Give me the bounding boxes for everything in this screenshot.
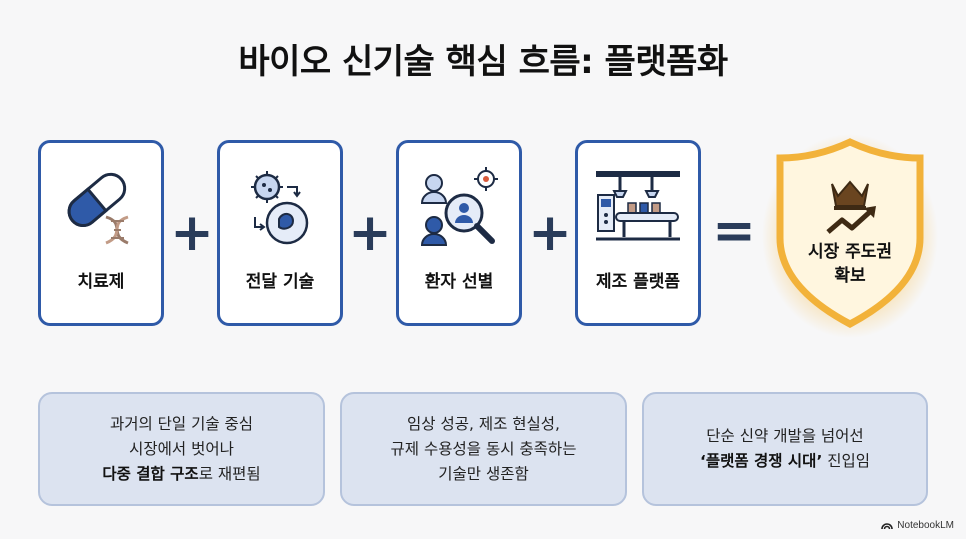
note-line: 기술만 생존함 (438, 464, 529, 483)
note-line: ‘플랫폼 경쟁 시대’ 진입임 (700, 449, 870, 474)
result-line-1: 시장 주도권 (807, 242, 893, 262)
card-manufacturing: 제조 플랫폼 (575, 140, 701, 326)
plus-operator: + (348, 203, 392, 263)
patient-search-icon (399, 157, 519, 257)
card-patient-selection: 환자 선별 (396, 140, 522, 326)
card-delivery: 전달 기술 (217, 140, 343, 326)
note-line: 임상 성공, 제조 현실성, (407, 414, 560, 433)
brand-watermark: NotebookLM (881, 520, 954, 531)
card-label: 치료제 (77, 272, 125, 292)
result-line-2: 확보 (834, 266, 866, 286)
crown-growth-shield-icon (762, 134, 938, 338)
card-label: 환자 선별 (424, 272, 494, 292)
brand-name: NotebookLM (897, 520, 954, 531)
notebooklm-logo-icon (881, 523, 894, 530)
note-emphasis: ‘플랫폼 경쟁 시대’ (699, 452, 823, 470)
card-label: 전달 기술 (245, 272, 315, 292)
note-text: 진입임 (822, 452, 871, 470)
note-line: 단순 신약 개발을 넘어선 (706, 427, 864, 445)
plus-operator: + (528, 203, 572, 263)
result-shield: 시장 주도권 확보 (760, 128, 940, 338)
capsule-dna-icon (41, 157, 161, 257)
equals-operator: = (712, 201, 756, 261)
note-text: 로 재편됨 (198, 464, 261, 483)
page-title: 바이오 신기술 핵심 흐름: 플랫폼화 (238, 42, 728, 82)
virus-cell-delivery-icon (220, 157, 340, 257)
note-line: 다중 결합 구조로 재편됨 (102, 462, 260, 487)
note-line: 과거의 단일 기술 중심 (109, 414, 254, 433)
card-therapeutics: 치료제 (38, 140, 164, 326)
note-line: 시장에서 벗어나 (129, 439, 234, 458)
note-box-2: 임상 성공, 제조 현실성, 규제 수용성을 동시 충족하는 기술만 생존함 (340, 392, 627, 506)
factory-robot-icon (578, 157, 698, 257)
note-box-1: 과거의 단일 기술 중심 시장에서 벗어나 다중 결합 구조로 재편됨 (38, 392, 325, 506)
result-label: 시장 주도권 확보 (760, 240, 940, 288)
note-line: 규제 수용성을 동시 충족하는 (390, 439, 577, 458)
note-emphasis: 다중 결합 구조 (102, 464, 199, 483)
card-label: 제조 플랫폼 (595, 272, 681, 292)
note-box-3: 단순 신약 개발을 넘어선 ‘플랫폼 경쟁 시대’ 진입임 (642, 392, 928, 506)
plus-operator: + (170, 203, 214, 263)
